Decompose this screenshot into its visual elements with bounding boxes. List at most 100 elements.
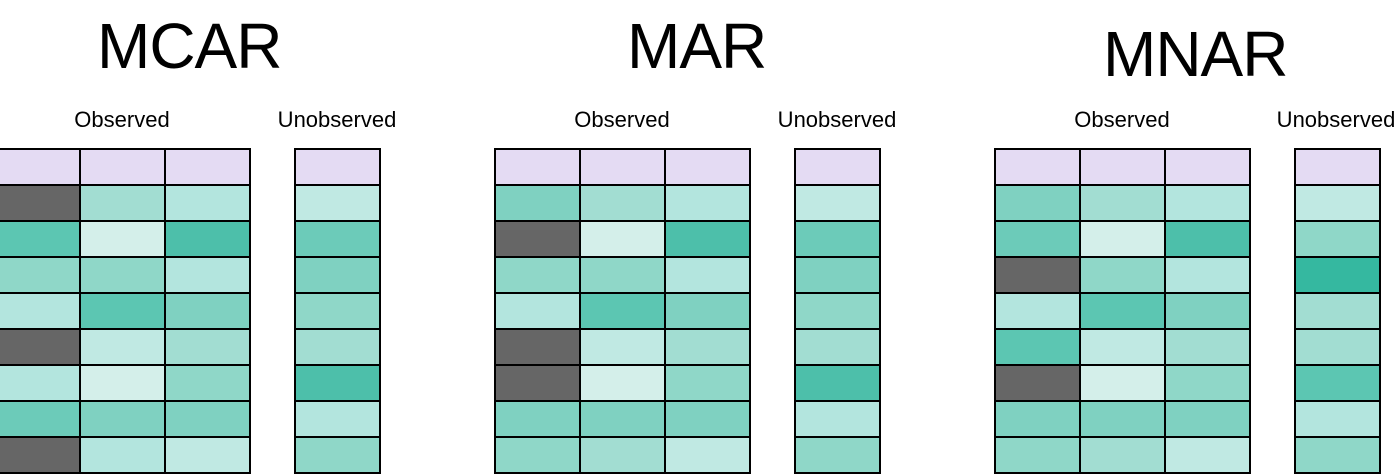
value-cell: [1296, 258, 1379, 292]
value-cell: [796, 258, 879, 292]
column-header-cell: [581, 150, 664, 184]
value-cell: [996, 330, 1079, 364]
value-cell: [666, 258, 749, 292]
column-header-cell: [1081, 150, 1164, 184]
value-cell: [81, 186, 164, 220]
value-cell: [581, 366, 664, 400]
value-cell: [581, 330, 664, 364]
value-cell: [796, 402, 879, 436]
unobserved-label: Unobserved: [277, 107, 397, 132]
value-cell: [0, 366, 79, 400]
panel-mnar: MNAR Observed Unobserved: [960, 0, 1400, 474]
value-cell: [296, 186, 379, 220]
value-cell: [81, 258, 164, 292]
value-cell: [296, 330, 379, 364]
observed-label: Observed: [1074, 107, 1170, 132]
panel-title: MAR: [627, 10, 767, 82]
value-cell: [1081, 222, 1164, 256]
value-cell: [166, 402, 249, 436]
value-cell: [796, 186, 879, 220]
value-cell: [1296, 402, 1379, 436]
value-cell: [1296, 294, 1379, 328]
panel-title: MCAR: [97, 10, 282, 82]
value-cell: [0, 294, 79, 328]
observed-grid: [494, 148, 751, 474]
missing-value-cell: [996, 366, 1079, 400]
unobserved-grid: [794, 148, 881, 474]
value-cell: [666, 330, 749, 364]
value-cell: [166, 438, 249, 472]
column-header-cell: [0, 150, 79, 184]
unobserved-label: Unobserved: [1276, 107, 1396, 132]
value-cell: [796, 438, 879, 472]
missing-value-cell: [496, 222, 579, 256]
missing-value-cell: [996, 258, 1079, 292]
value-cell: [81, 402, 164, 436]
value-cell: [81, 438, 164, 472]
value-cell: [996, 402, 1079, 436]
value-cell: [496, 438, 579, 472]
unobserved-label: Unobserved: [777, 107, 897, 132]
value-cell: [666, 294, 749, 328]
observed-label: Observed: [574, 107, 670, 132]
value-cell: [796, 366, 879, 400]
value-cell: [996, 222, 1079, 256]
column-header-cell: [996, 150, 1079, 184]
value-cell: [796, 330, 879, 364]
panel-mcar: MCAR Observed Unobserved: [0, 0, 420, 474]
value-cell: [296, 438, 379, 472]
value-cell: [581, 258, 664, 292]
value-cell: [296, 366, 379, 400]
value-cell: [0, 222, 79, 256]
value-cell: [296, 222, 379, 256]
value-cell: [496, 294, 579, 328]
value-cell: [1166, 186, 1249, 220]
column-header-cell: [666, 150, 749, 184]
value-cell: [666, 366, 749, 400]
value-cell: [581, 402, 664, 436]
column-header-cell: [81, 150, 164, 184]
value-cell: [1081, 186, 1164, 220]
value-cell: [1081, 438, 1164, 472]
value-cell: [666, 438, 749, 472]
value-cell: [0, 258, 79, 292]
value-cell: [1296, 222, 1379, 256]
panel-title: MNAR: [1103, 18, 1288, 90]
missing-value-cell: [496, 366, 579, 400]
value-cell: [1166, 366, 1249, 400]
missing-value-cell: [496, 330, 579, 364]
value-cell: [1296, 366, 1379, 400]
value-cell: [1081, 258, 1164, 292]
value-cell: [581, 222, 664, 256]
value-cell: [1166, 402, 1249, 436]
value-cell: [81, 366, 164, 400]
value-cell: [1081, 294, 1164, 328]
value-cell: [1296, 330, 1379, 364]
value-cell: [166, 330, 249, 364]
value-cell: [581, 294, 664, 328]
value-cell: [581, 186, 664, 220]
observed-grid: [0, 148, 251, 474]
value-cell: [1166, 438, 1249, 472]
value-cell: [996, 294, 1079, 328]
value-cell: [81, 222, 164, 256]
value-cell: [996, 186, 1079, 220]
column-header-cell: [166, 150, 249, 184]
value-cell: [1296, 438, 1379, 472]
value-cell: [296, 294, 379, 328]
value-cell: [996, 438, 1079, 472]
unobserved-grid: [1294, 148, 1381, 474]
observed-grid: [994, 148, 1251, 474]
column-header-cell: [1296, 150, 1379, 184]
unobserved-grid: [294, 148, 381, 474]
panel-mar: MAR Observed Unobserved: [460, 0, 920, 474]
missing-value-cell: [0, 438, 79, 472]
value-cell: [81, 330, 164, 364]
missing-value-cell: [0, 330, 79, 364]
value-cell: [1166, 222, 1249, 256]
value-cell: [1081, 366, 1164, 400]
value-cell: [581, 438, 664, 472]
value-cell: [796, 294, 879, 328]
column-header-cell: [796, 150, 879, 184]
value-cell: [666, 222, 749, 256]
